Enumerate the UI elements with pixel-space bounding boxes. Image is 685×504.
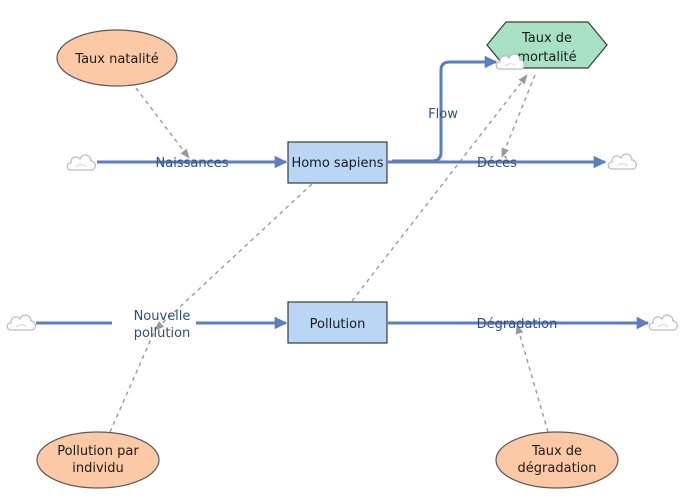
flow-label-naissances: Naissances [156, 156, 229, 171]
converter-taux-mortalite-line1: Taux de [521, 31, 572, 46]
param-pollution-par-individu-line2: individu [72, 461, 124, 476]
converter-taux-mortalite-line2: mortalité [517, 50, 576, 65]
param-pollution-par-individu[interactable]: Pollution par individu [36, 431, 160, 489]
link-homo-sapiens-nouvelle-pollution [154, 183, 313, 331]
flow-label-nouvelle-pollution-line1: Nouvelle [134, 309, 191, 324]
param-taux-natalite[interactable]: Taux natalité [56, 29, 178, 87]
cloud-icon [607, 153, 637, 170]
link-taux-degradation-degradation [515, 324, 549, 433]
cloud-icon [648, 314, 678, 331]
param-taux-degradation-line2: dégradation [518, 461, 597, 476]
flow-label-degradation: Dégradation [477, 317, 558, 332]
flow-label-nouvelle-pollution-line2: pollution [134, 326, 191, 341]
stock-pollution[interactable]: Pollution [287, 301, 388, 344]
param-taux-natalite-label: Taux natalité [74, 52, 158, 67]
param-taux-degradation[interactable]: Taux de dégradation [495, 431, 619, 489]
cloud-icon [66, 154, 96, 171]
flow-pipe[interactable] [392, 55, 498, 163]
param-taux-degradation-line1: Taux de [531, 444, 582, 459]
link-taux-natalite-naissances [135, 87, 190, 159]
link-taux-mortalite-deces [501, 74, 536, 158]
stock-pollution-label: Pollution [310, 317, 366, 332]
flow-label-flow: Flow [428, 107, 458, 122]
link-pollution-par-individu-nouvelle-pollution [109, 329, 156, 433]
stock-homo-sapiens[interactable]: Homo sapiens [287, 141, 388, 184]
cloud-icon [6, 314, 36, 331]
param-pollution-par-individu-line1: Pollution par [57, 444, 139, 459]
flow-label-deces: Décès [477, 156, 517, 171]
stock-homo-sapiens-label: Homo sapiens [291, 156, 383, 171]
